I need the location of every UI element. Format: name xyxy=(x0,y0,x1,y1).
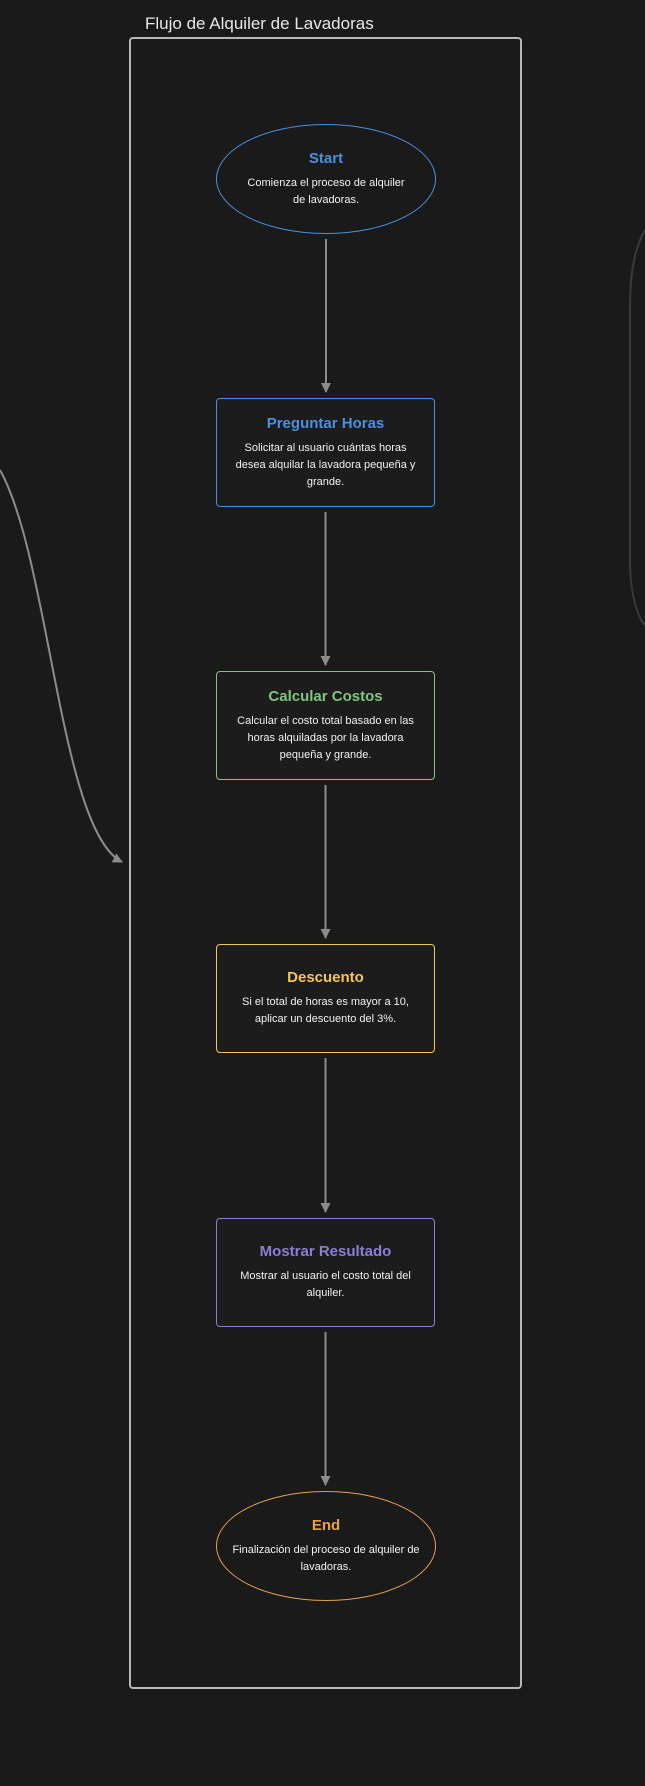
preguntar-horas-title: Preguntar Horas xyxy=(266,414,385,432)
start-node: Start Comienza el proceso de alquiler de… xyxy=(216,124,436,234)
mostrar-resultado-node: Mostrar Resultado Mostrar al usuario el … xyxy=(216,1218,435,1327)
calcular-costos-node: Calcular Costos Calcular el costo total … xyxy=(216,671,435,780)
flow-edges xyxy=(320,239,331,1486)
descuento-title: Descuento xyxy=(287,969,364,986)
external-curve-edge xyxy=(0,469,123,863)
end-node: End Finalización del proceso de alquiler… xyxy=(216,1491,436,1601)
external-right-curve xyxy=(628,229,645,626)
preguntar-horas-description: Solicitar al usuario cuántas horas desea… xyxy=(235,441,416,488)
start-node-description: Comienza el proceso de alquiler de lavad… xyxy=(247,176,405,206)
start-node-title: Start xyxy=(308,149,344,167)
mostrar-resultado-description: Mostrar al usuario el costo total del al… xyxy=(240,1270,411,1299)
end-node-title: End xyxy=(311,1516,341,1534)
calcular-costos-title: Calcular Costos xyxy=(268,687,383,705)
diagram-title: Flujo de Alquiler de Lavadoras xyxy=(145,14,374,33)
descuento-node: Descuento Si el total de horas es mayor … xyxy=(216,944,435,1053)
descuento-description: Si el total de horas es mayor a 10, apli… xyxy=(242,996,409,1025)
preguntar-horas-node: Preguntar Horas Solicitar al usuario cuá… xyxy=(216,398,435,507)
cluster-border xyxy=(129,37,522,1689)
end-node-description: Finalización del proceso de alquiler de … xyxy=(232,1543,420,1573)
calcular-costos-description: Calcular el costo total basado en las ho… xyxy=(237,714,414,761)
mostrar-resultado-title: Mostrar Resultado xyxy=(259,1243,392,1260)
